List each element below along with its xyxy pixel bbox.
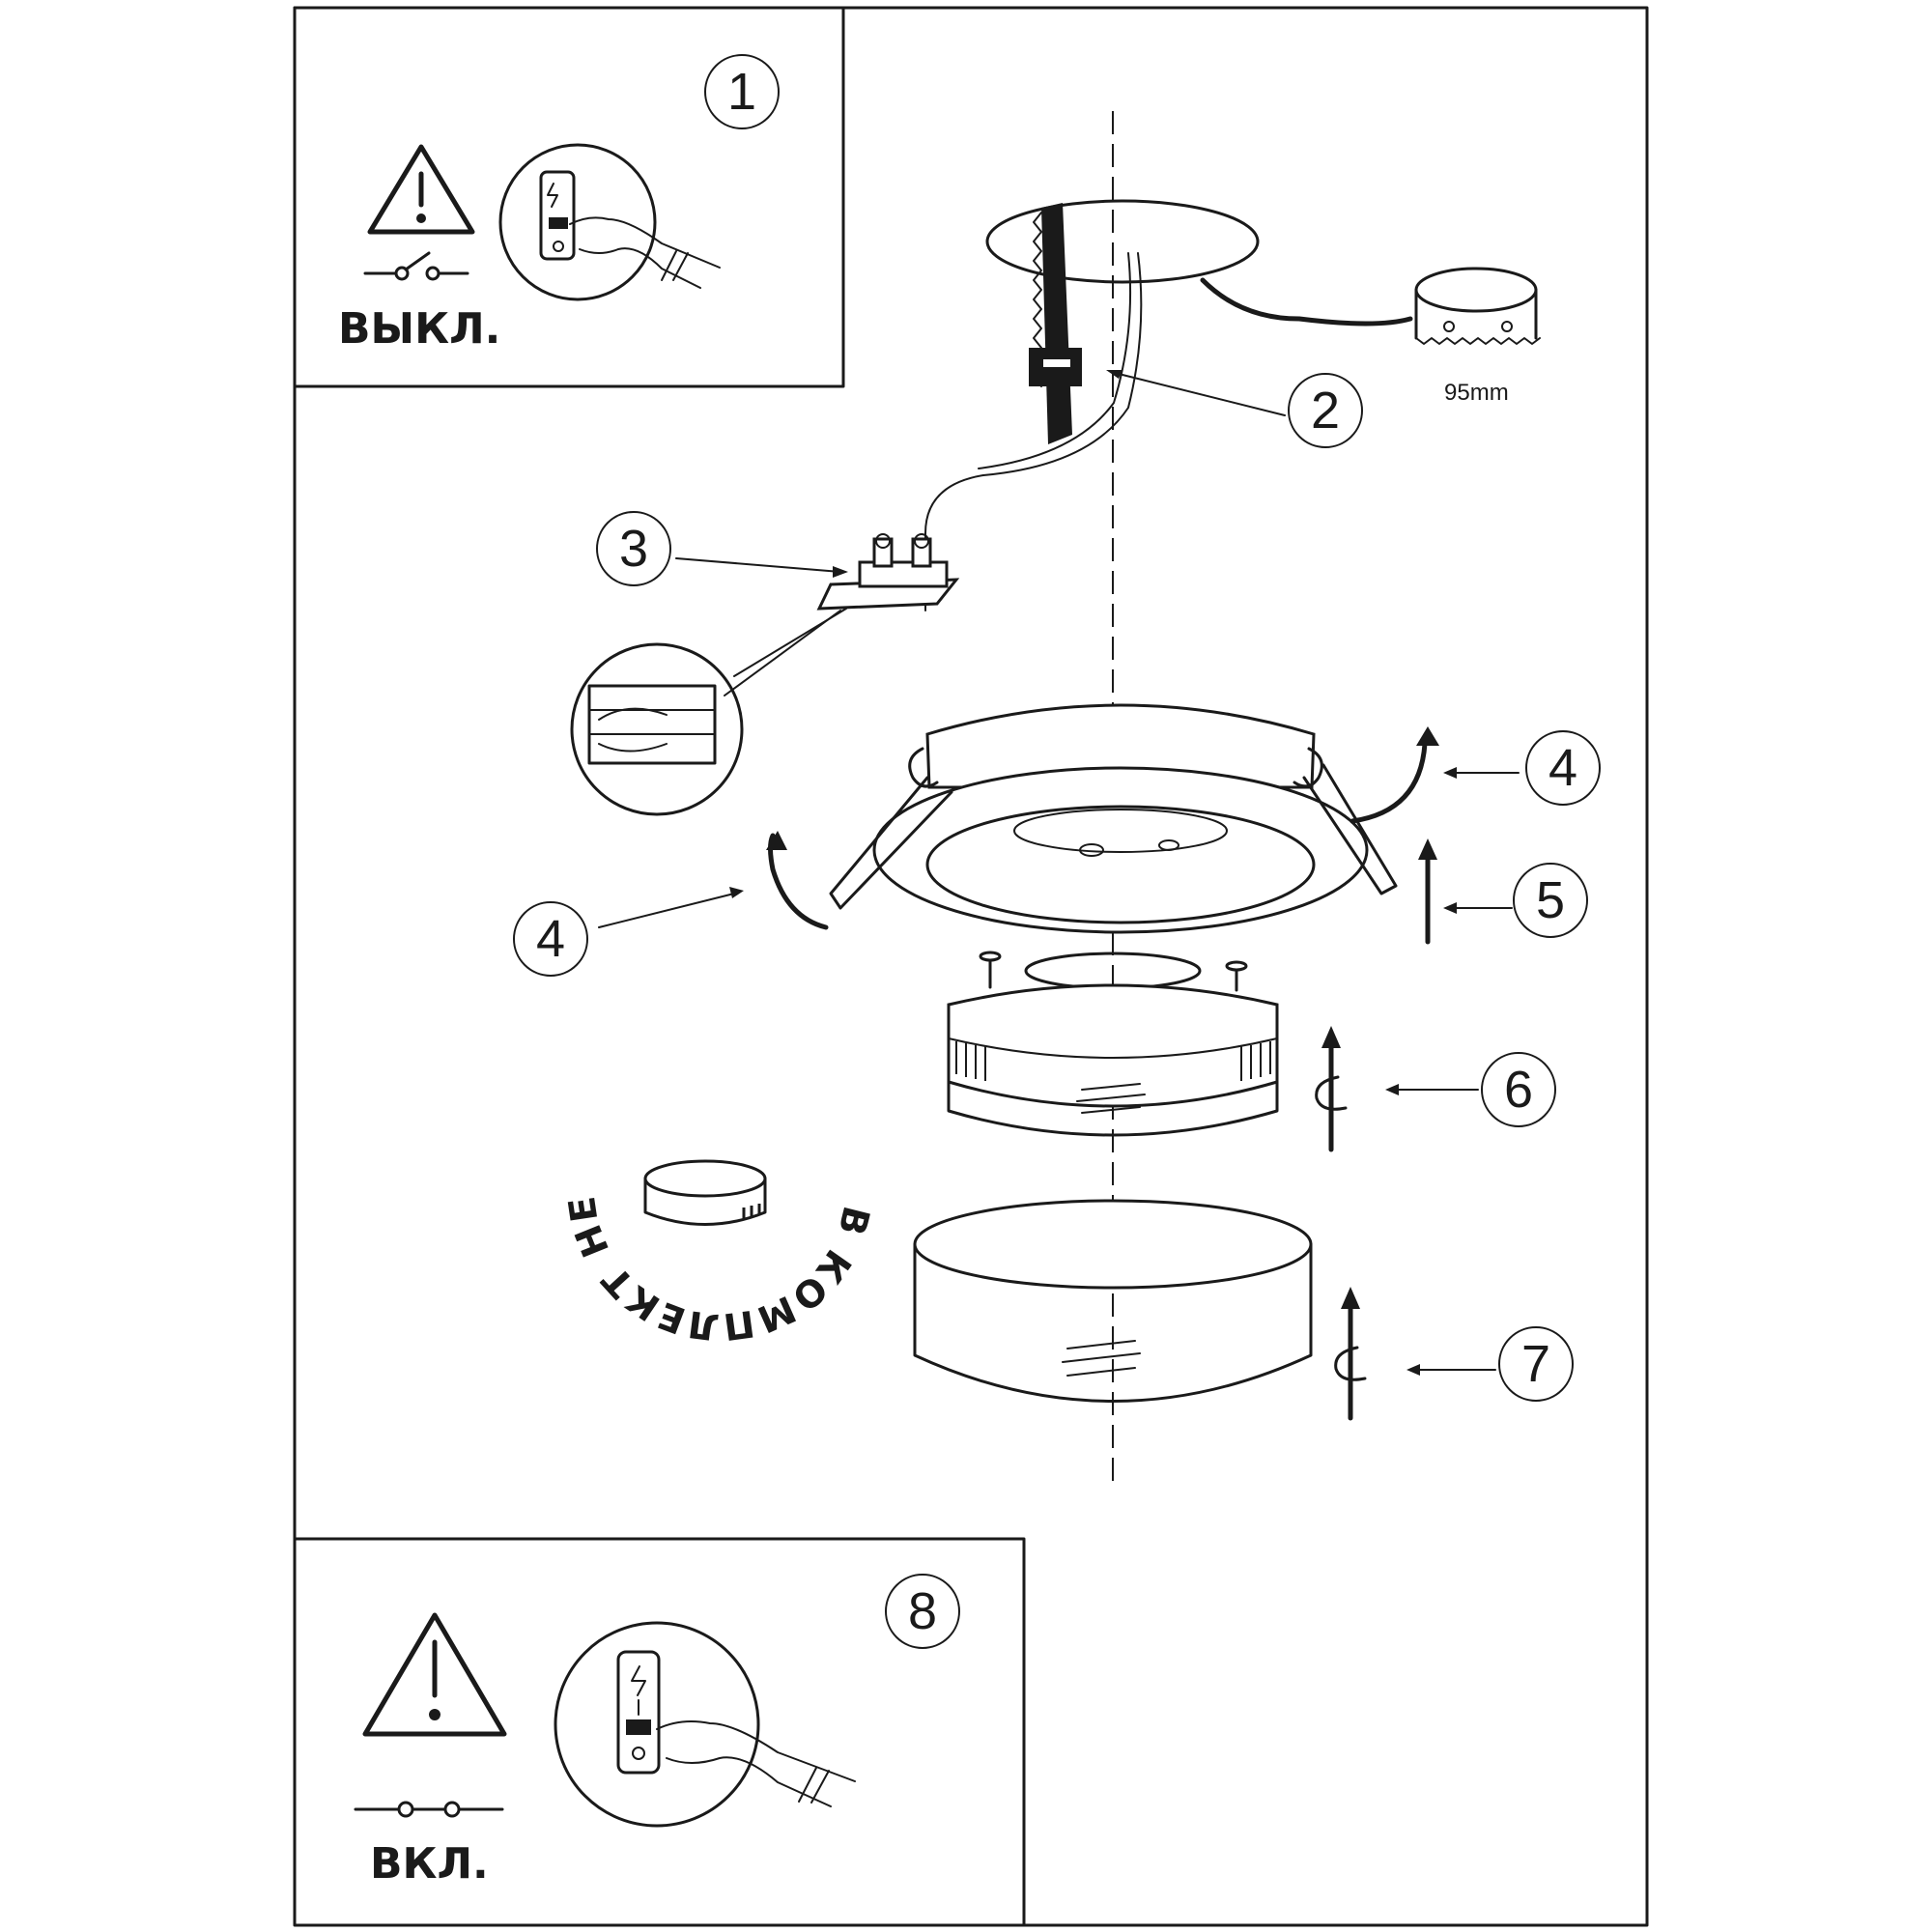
warning-triangle-icon xyxy=(362,1612,507,1737)
hand-saw-icon xyxy=(1029,203,1082,444)
step-3-callout: 3 xyxy=(596,511,848,586)
step-2-callout: 2 xyxy=(1106,370,1363,448)
diffuser-cover xyxy=(913,1199,1313,1403)
step-7-callout: 7 xyxy=(1334,1287,1574,1421)
mounting-ring xyxy=(872,703,1369,934)
step-4-right-number: 4 xyxy=(1548,739,1577,797)
step-6-number: 6 xyxy=(1504,1061,1533,1119)
spring-clip-right xyxy=(1293,747,1398,895)
hand-switch-icon xyxy=(498,143,721,301)
on-label: ВКЛ. xyxy=(370,1839,489,1889)
panel-step-1: 1 ВЫКЛ. xyxy=(293,6,845,388)
step-4-left-callout: 4 xyxy=(513,887,744,977)
rotate-arrow-icon xyxy=(766,726,1439,930)
step-1-number: 1 xyxy=(727,63,756,121)
panel-step-8: 8 ВКЛ. xyxy=(293,1537,1026,1927)
switch-open-icon xyxy=(363,251,469,281)
terminal-block-icon xyxy=(816,533,960,611)
switch-closed-icon xyxy=(354,1801,504,1818)
spring-clip-left xyxy=(829,747,953,910)
hole-size-label: 95mm xyxy=(1444,380,1509,406)
outer-frame xyxy=(293,6,1649,1927)
step-4-left-number: 4 xyxy=(536,910,565,968)
step-4-right-callout: 4 xyxy=(1443,730,1601,806)
terminal-detail-zoom xyxy=(570,608,847,816)
step-8-number: 8 xyxy=(908,1582,937,1640)
step-6-callout: 6 xyxy=(1315,1026,1556,1152)
bulb-not-included-badge: В КОМПЛЕКТ НЕ ВХОДИТ xyxy=(0,0,878,1349)
step-7-number: 7 xyxy=(1521,1335,1550,1393)
step-5-number: 5 xyxy=(1536,871,1565,929)
step-3-number: 3 xyxy=(619,520,648,578)
ceiling-hole xyxy=(924,199,1260,611)
off-label: ВЫКЛ. xyxy=(338,304,500,354)
step-5-callout: 5 xyxy=(1418,838,1588,945)
lamp-gx53 xyxy=(947,951,1279,1137)
step-2-number: 2 xyxy=(1311,382,1340,440)
bulb-note-text: В КОМПЛЕКТ НЕ ВХОДИТ xyxy=(0,0,878,1349)
warning-triangle-icon xyxy=(367,144,475,235)
hand-switch-icon xyxy=(554,1621,856,1828)
hole-saw-icon: 95mm xyxy=(1200,267,1541,406)
